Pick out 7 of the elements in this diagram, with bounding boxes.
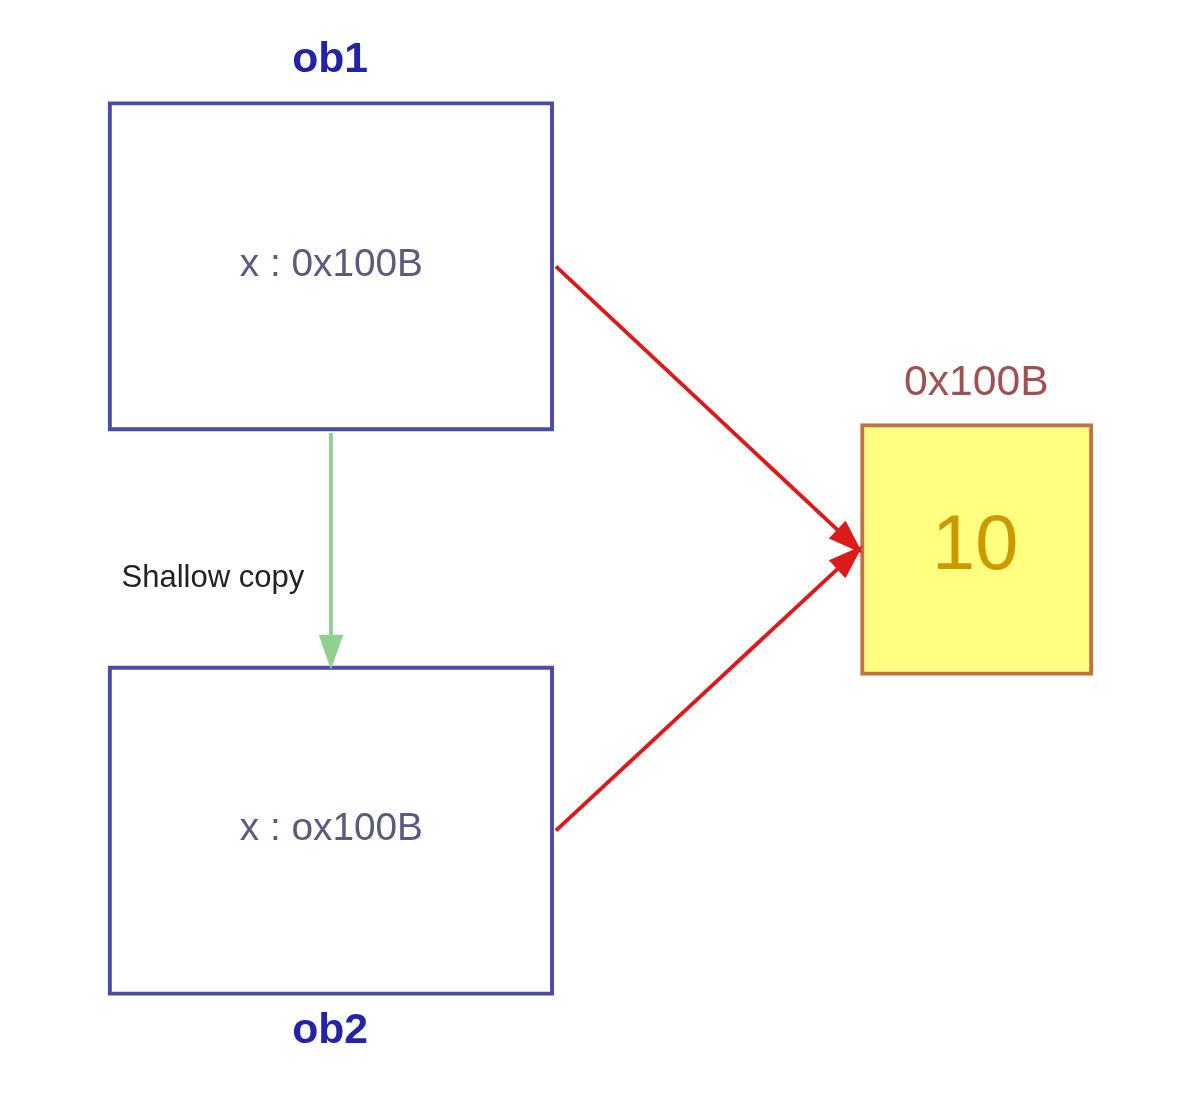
- node-label: 0x100B: [903, 356, 1049, 405]
- arrow: [554, 264, 863, 554]
- node-label: ob1: [291, 32, 368, 81]
- node-label: ob2: [291, 1004, 368, 1053]
- arrow: [554, 545, 863, 833]
- edge-label: Shallow copy: [120, 558, 304, 594]
- arrow: [318, 433, 343, 670]
